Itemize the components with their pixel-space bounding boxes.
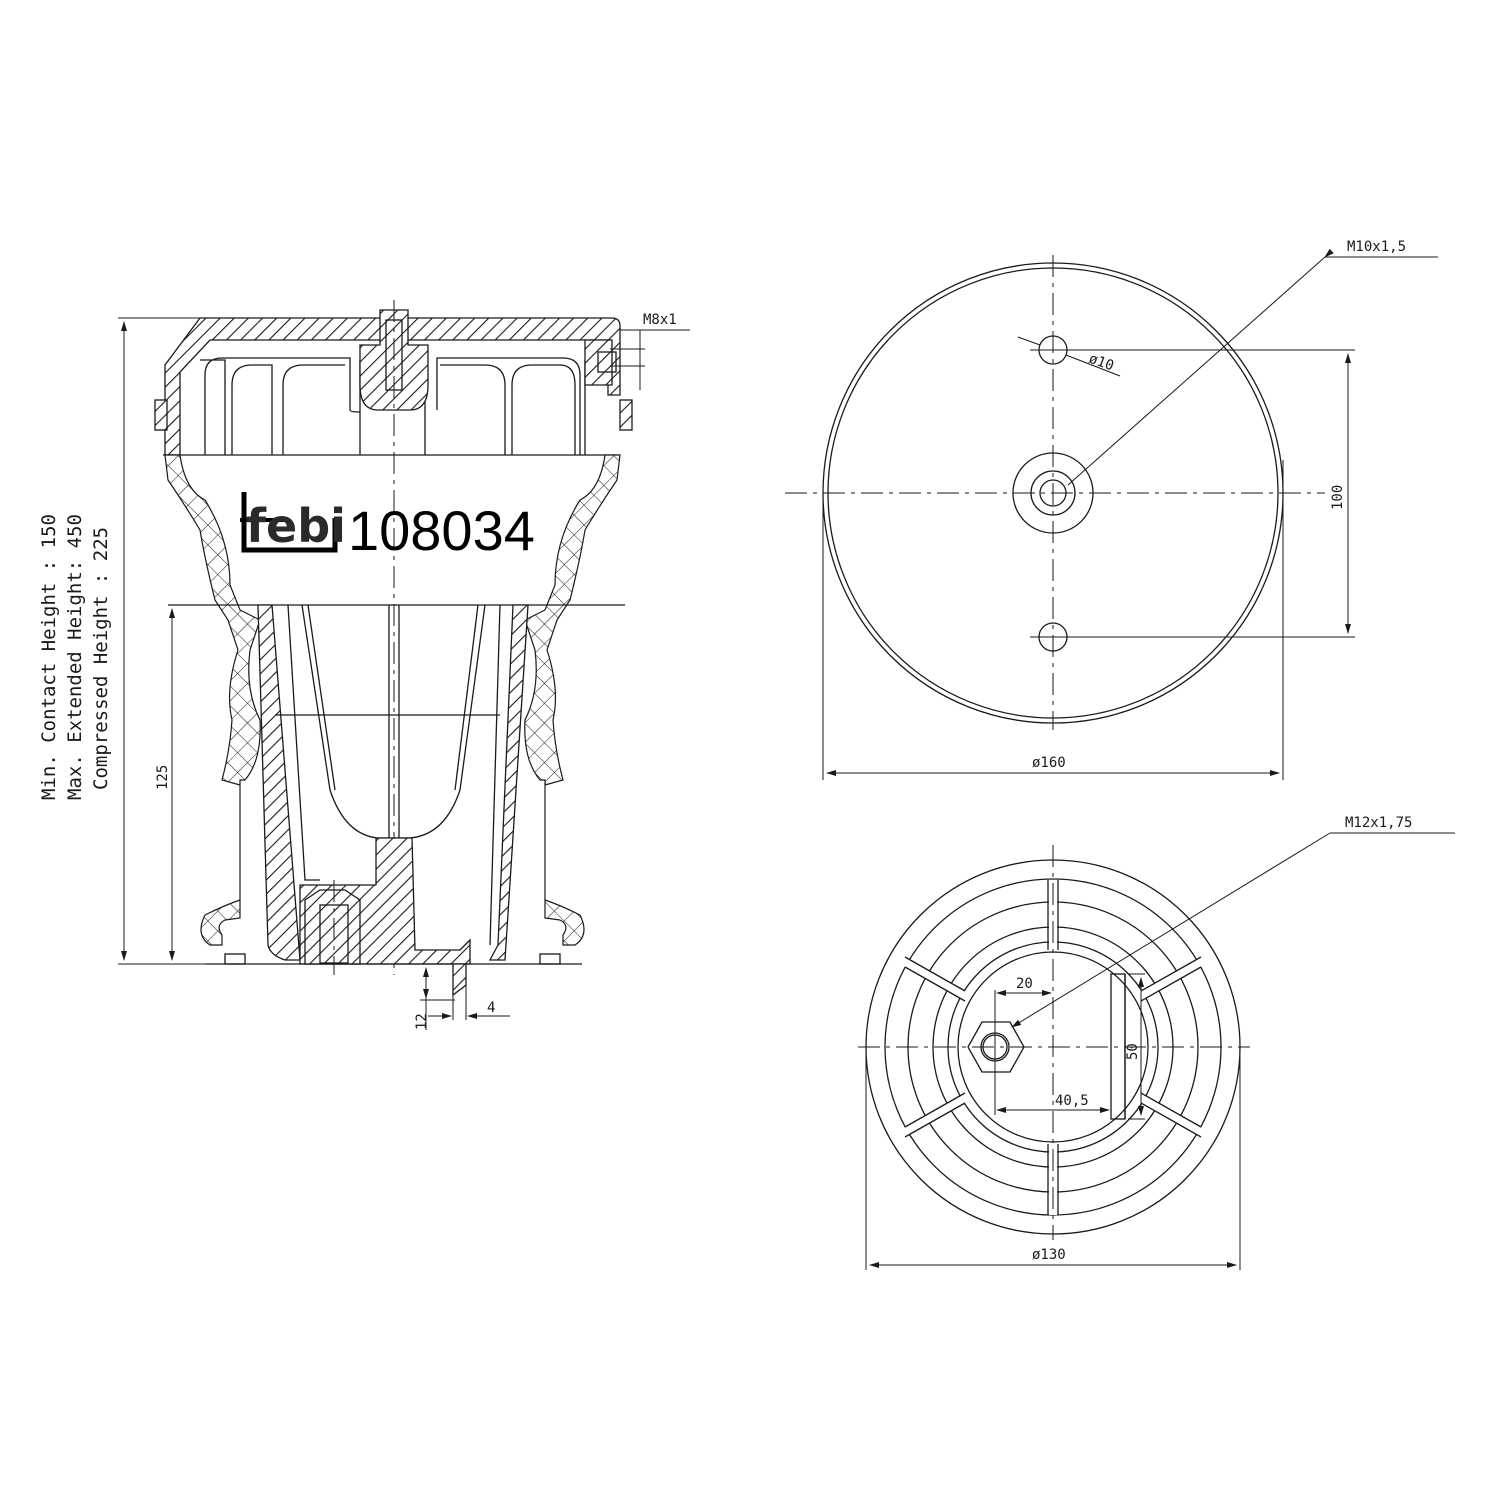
top-diameter-label: ø160 bbox=[1032, 755, 1066, 771]
thread-label-m12: M12x1,75 bbox=[1345, 815, 1412, 831]
plate-length-label: 50 bbox=[1125, 1043, 1141, 1060]
hole-spacing-label: 100 bbox=[1330, 485, 1346, 510]
dim-inner-height: 125 bbox=[155, 765, 171, 790]
spec-min-contact-height: Min. Contact Height : 150 bbox=[38, 514, 60, 800]
bellows-right bbox=[524, 454, 621, 946]
bolt-offset-label: 20 bbox=[1016, 976, 1033, 992]
bellows-left bbox=[164, 454, 261, 946]
dim-pin-width: 4 bbox=[487, 1000, 495, 1016]
bottom-view bbox=[858, 832, 1455, 1270]
thread-label-m8: M8x1 bbox=[643, 312, 677, 328]
spec-max-extended-height: Max. Extended Height: 450 bbox=[64, 514, 86, 800]
thread-label-m10: M10x1,5 bbox=[1347, 239, 1406, 255]
piston-left-wall bbox=[257, 604, 301, 961]
bottom-diameter-label: ø130 bbox=[1032, 1247, 1066, 1263]
hole-diameter-label: ø10 bbox=[1087, 351, 1116, 375]
plate-offset-label: 40,5 bbox=[1055, 1093, 1089, 1109]
febi-logo: febi bbox=[246, 499, 346, 553]
side-section-view bbox=[118, 300, 690, 1030]
dim-pin-height: 12 bbox=[414, 1013, 430, 1030]
top-view bbox=[785, 248, 1438, 780]
part-number: 108034 bbox=[348, 499, 535, 562]
spec-compressed-height: Compressed Height : 225 bbox=[90, 527, 112, 790]
piston-right-wall bbox=[488, 604, 529, 961]
top-cap bbox=[164, 317, 621, 456]
